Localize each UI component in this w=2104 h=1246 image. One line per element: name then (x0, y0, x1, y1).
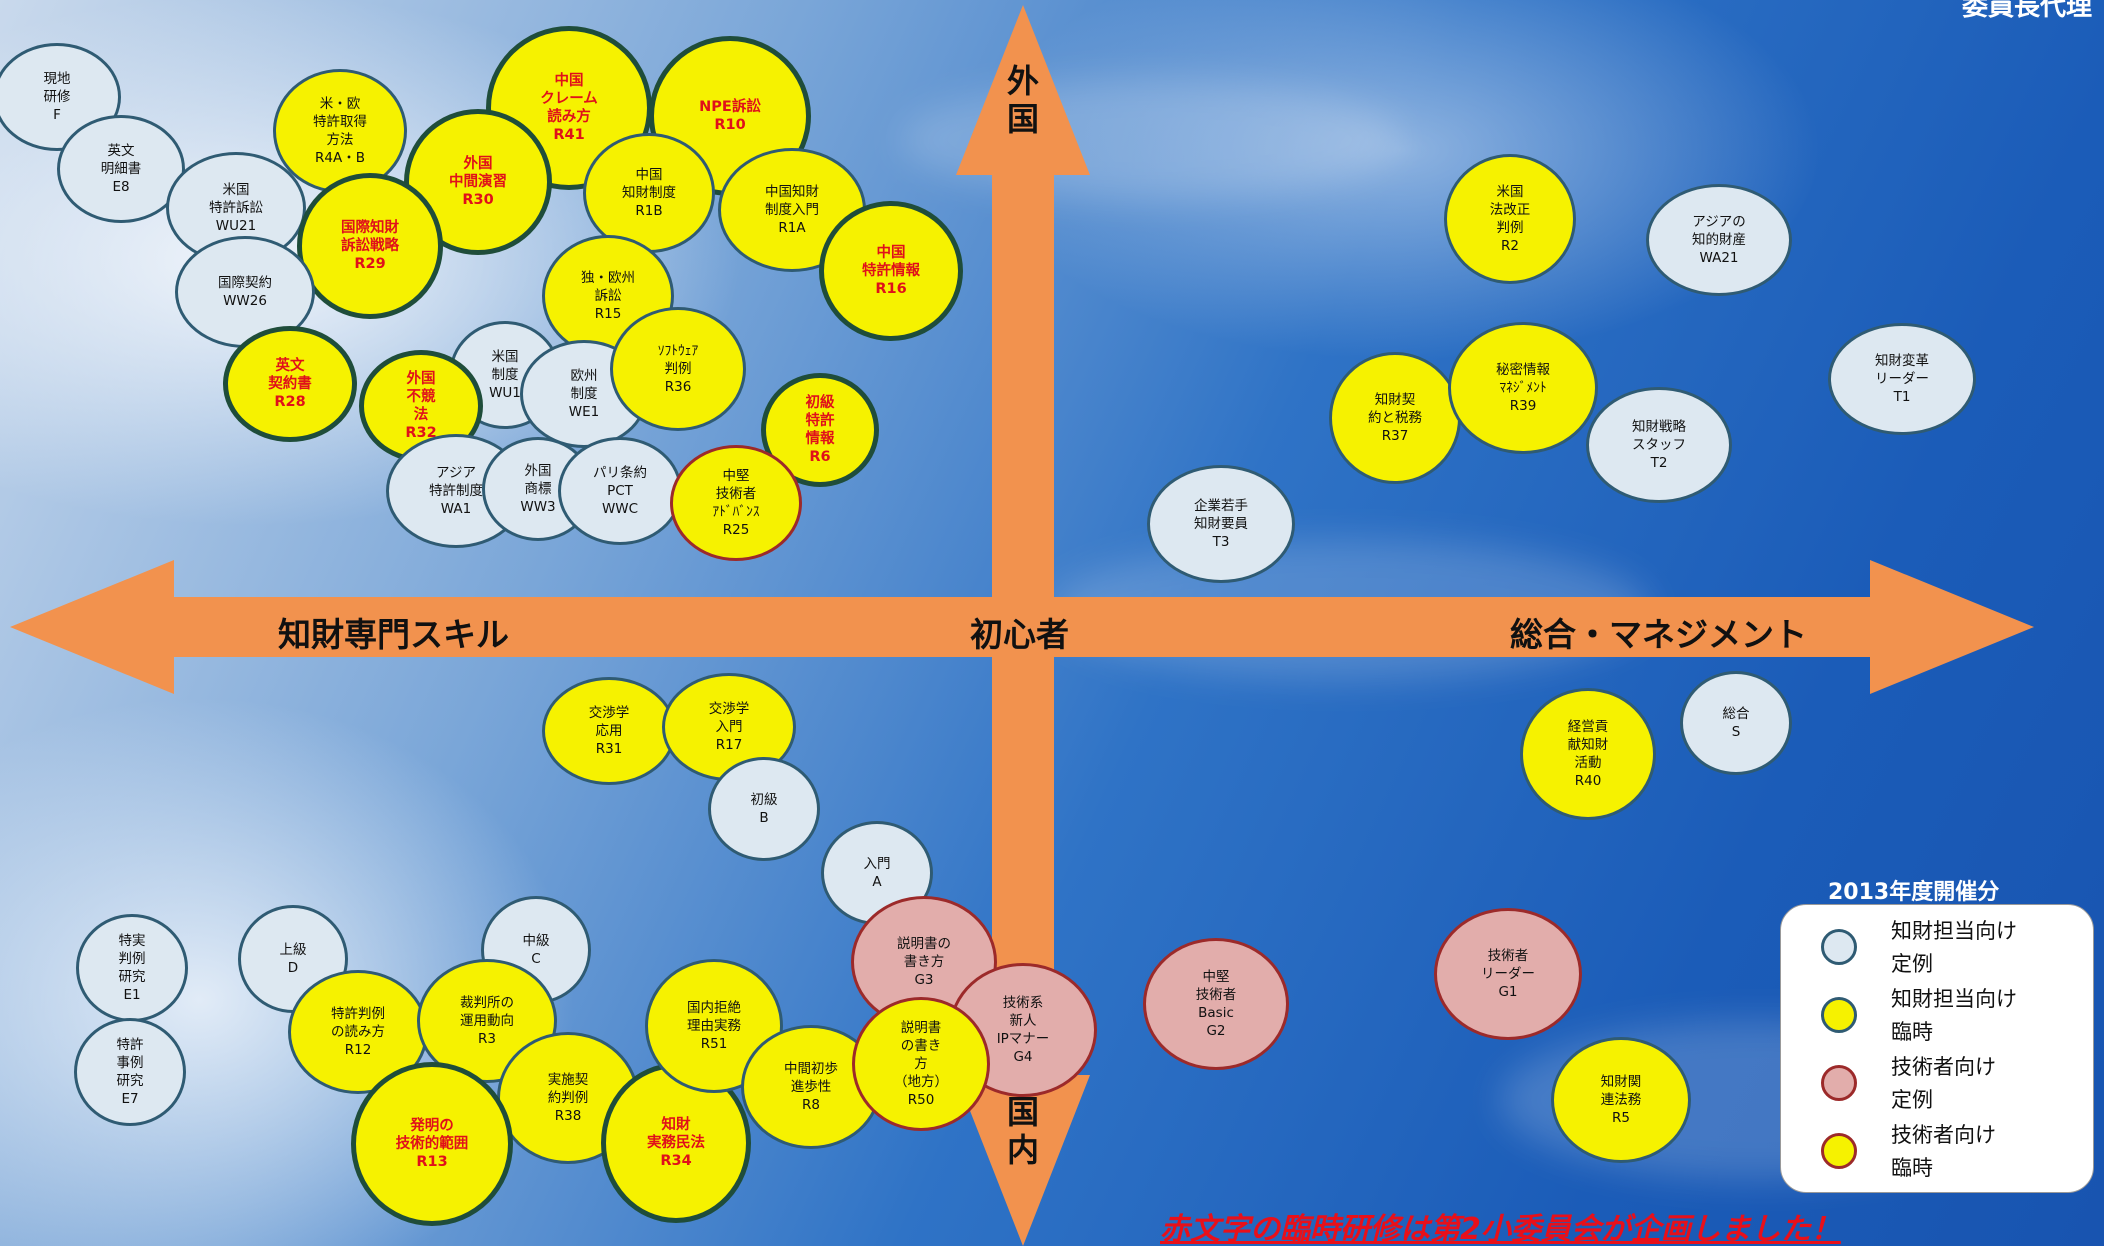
course-bubble-r39: 秘密情報 ﾏﾈｼﾞﾒﾝﾄ R39 (1448, 322, 1598, 454)
axis-label-bottom: 国内 (1003, 1093, 1043, 1169)
legend-item: 技術者向け 定例 (1781, 1049, 2081, 1115)
course-bubble-r16: 中国 特許情報 R16 (819, 201, 963, 341)
course-label: 米国 制度 WU1 (489, 348, 521, 402)
course-label: 外国 不競 法 R32 (405, 370, 436, 442)
course-label: ｿﾌﾄｳｪｱ 判例 R36 (658, 342, 699, 396)
course-bubble-r50: 説明書 の書き 方 （地方） R50 (852, 997, 990, 1131)
course-label: パリ条約 PCT WWC (593, 464, 647, 518)
legend-label: 知財担当向け 定例 (1891, 915, 2017, 981)
course-label: 知財 実務民法 R34 (647, 1116, 705, 1170)
course-label: 説明書 の書き 方 （地方） R50 (894, 1019, 948, 1109)
course-label: 外国 中間演習 R30 (449, 155, 507, 209)
course-label: 中国 クレーム 読み方 R41 (540, 72, 598, 144)
course-label: 中級 C (523, 932, 550, 968)
course-label: 知財変革 リーダー T1 (1875, 352, 1929, 406)
course-label: 外国 商標 WW3 (520, 462, 555, 516)
course-bubble-t3: 企業若手 知財要員 T3 (1147, 465, 1295, 583)
course-label: 米国 特許訴訟 WU21 (209, 181, 263, 235)
course-label: 独・欧州 訴訟 R15 (581, 269, 635, 323)
course-label: 中国 知財制度 R1B (622, 166, 676, 220)
course-label: 秘密情報 ﾏﾈｼﾞﾒﾝﾄ R39 (1496, 361, 1550, 415)
course-label: 英文 明細書 E8 (101, 142, 142, 196)
legend-item: 知財担当向け 定例 (1781, 913, 2081, 979)
course-bubble-r5: 知財関 連法務 R5 (1551, 1037, 1691, 1163)
course-label: 米・欧 特許取得 方法 R4A・B (313, 95, 367, 167)
course-label: 実施契 約判例 R38 (548, 1071, 589, 1125)
course-label: 国際契約 WW26 (218, 274, 272, 310)
course-bubble-e1: 特実 判例 研究 E1 (76, 914, 188, 1022)
legend-circle-icon (1821, 1065, 1857, 1101)
legend-item: 知財担当向け 臨時 (1781, 981, 2081, 1047)
legend-item: 技術者向け 臨時 (1781, 1117, 2081, 1183)
course-label: アジア 特許制度 WA1 (429, 464, 483, 518)
course-label: 上級 D (280, 941, 307, 977)
course-bubble-t1: 知財変革 リーダー T1 (1828, 323, 1976, 435)
course-bubble-b: 初級 B (708, 757, 820, 861)
course-label: 英文 契約書 R28 (268, 357, 312, 411)
course-label: 初級 B (751, 791, 778, 827)
course-label: 中間初歩 進歩性 R8 (784, 1060, 838, 1114)
course-bubble-wwc: パリ条約 PCT WWC (558, 437, 682, 545)
legend-circle-icon (1821, 929, 1857, 965)
course-bubble-t2: 知財戦略 スタッフ T2 (1586, 387, 1732, 503)
course-label: 欧州 制度 WE1 (569, 367, 599, 421)
course-label: 中国知財 制度入門 R1A (765, 183, 819, 237)
axis-label-left: 知財専門スキル (278, 608, 509, 656)
course-bubble-r28: 英文 契約書 R28 (223, 326, 357, 442)
axis-label-top: 外国 (1003, 62, 1043, 138)
footnote: 赤文字の臨時研修は第2小委員会が企画しました！ (1160, 1204, 1841, 1246)
course-label: 入門 A (864, 855, 891, 891)
course-bubble-r2: 米国 法改正 判例 R2 (1444, 154, 1576, 284)
course-bubble-r31: 交渉学 応用 R31 (542, 677, 676, 785)
course-label: 知財戦略 スタッフ T2 (1632, 418, 1686, 472)
legend-label: 技術者向け 定例 (1891, 1051, 1996, 1117)
course-bubble-wa21: アジアの 知的財産 WA21 (1646, 184, 1792, 296)
legend-label: 知財担当向け 臨時 (1891, 983, 2017, 1049)
course-label: 中堅 技術者 Basic G2 (1196, 968, 1237, 1040)
course-bubble-r37: 知財契 約と税務 R37 (1329, 352, 1461, 484)
course-bubble-g2: 中堅 技術者 Basic G2 (1143, 938, 1289, 1070)
course-bubble-e7: 特許 事例 研究 E7 (74, 1018, 186, 1126)
legend: 知財担当向け 定例 知財担当向け 臨時 技術者向け 定例 技術者向け 臨時 (1780, 904, 2094, 1193)
course-label: 米国 法改正 判例 R2 (1490, 183, 1531, 255)
course-label: 技術者 リーダー G1 (1481, 947, 1535, 1001)
course-bubble-g1: 技術者 リーダー G1 (1434, 908, 1582, 1040)
course-bubble-r25: 中堅 技術者 ｱﾄﾞﾊﾞﾝｽ R25 (670, 445, 802, 561)
course-label: 中国 特許情報 R16 (862, 244, 920, 298)
course-label: 説明書の 書き方 G3 (897, 935, 951, 989)
course-label: 知財関 連法務 R5 (1601, 1073, 1642, 1127)
course-label: 国内拒絶 理由実務 R51 (687, 999, 741, 1053)
axis-label-right: 総合・マネジメント (1510, 608, 1807, 656)
course-label: 中堅 技術者 ｱﾄﾞﾊﾞﾝｽ R25 (712, 467, 759, 539)
course-label: 交渉学 応用 R31 (589, 704, 630, 758)
course-label: 特許 事例 研究 E7 (117, 1036, 144, 1108)
course-label: 初級 特許 情報 R6 (806, 394, 835, 466)
axis-label-center: 初心者 (970, 608, 1069, 656)
course-label: 特実 判例 研究 E1 (119, 932, 146, 1004)
course-bubble-r40: 経営貢 献知財 活動 R40 (1520, 688, 1656, 820)
course-label: 現地 研修 F (44, 70, 71, 124)
course-bubble-r36: ｿﾌﾄｳｪｱ 判例 R36 (610, 307, 746, 431)
course-bubble-r13: 発明の 技術的範囲 R13 (351, 1062, 513, 1226)
course-label: アジアの 知的財産 WA21 (1692, 213, 1746, 267)
course-label: 技術系 新人 IPマナー G4 (997, 994, 1050, 1066)
legend-label: 技術者向け 臨時 (1891, 1119, 1996, 1185)
course-bubble-s: 総合 S (1680, 671, 1792, 775)
course-label: 裁判所の 運用動向 R3 (460, 994, 514, 1048)
course-label: 特許判例 の読み方 R12 (331, 1005, 385, 1059)
course-label: 知財契 約と税務 R37 (1368, 391, 1422, 445)
course-label: 発明の 技術的範囲 R13 (396, 1117, 469, 1171)
legend-circle-icon (1821, 997, 1857, 1033)
course-label: 総合 S (1723, 705, 1750, 741)
legend-title: 2013年度開催分 (1828, 874, 1999, 906)
course-label: 企業若手 知財要員 T3 (1194, 497, 1248, 551)
course-label: 交渉学 入門 R17 (709, 700, 750, 754)
course-label: 経営貢 献知財 活動 R40 (1568, 718, 1609, 790)
legend-circle-icon (1821, 1133, 1857, 1169)
course-label: NPE訴訟 R10 (699, 98, 761, 134)
course-bubble-r29: 国際知財 訴訟戦略 R29 (297, 173, 443, 319)
header-top-right: 委員長代理 (1962, 0, 2092, 23)
course-label: 国際知財 訴訟戦略 R29 (341, 219, 399, 273)
